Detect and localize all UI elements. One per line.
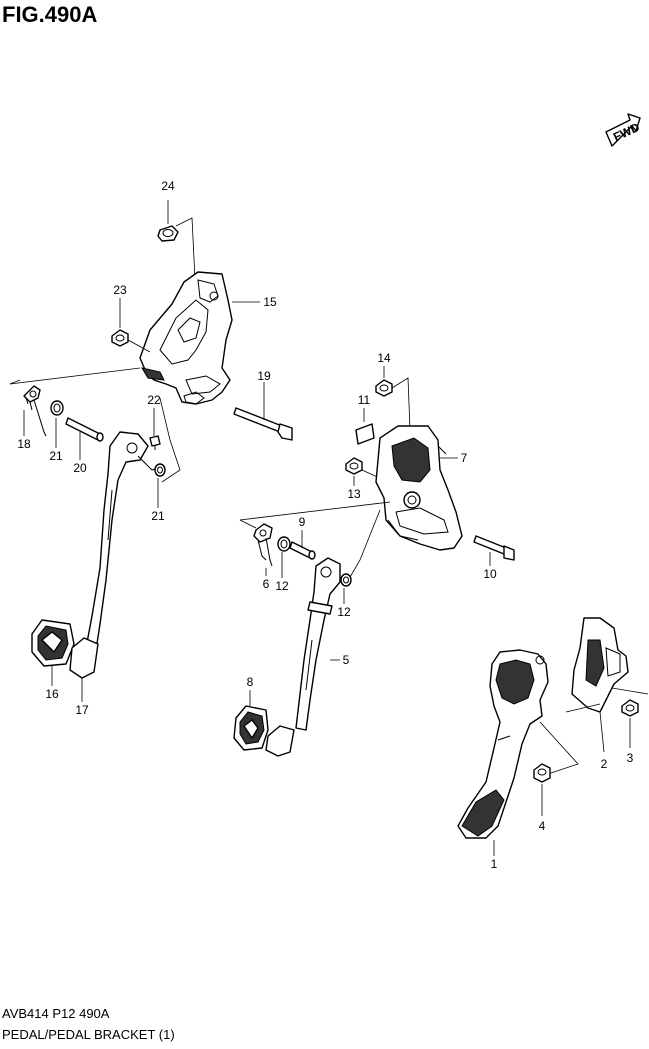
callout-17: 17 [75, 703, 89, 717]
callout-19: 19 [257, 369, 271, 383]
callout-23: 23 [113, 283, 127, 297]
fwd-label: FWD [611, 120, 642, 144]
figure-name: PEDAL/PEDAL BRACKET (1) [2, 1027, 175, 1042]
callout-5: 5 [343, 653, 350, 667]
callout-24: 24 [161, 179, 175, 193]
callout-8: 8 [247, 675, 254, 689]
brake-pedal-block [265, 725, 295, 757]
figure-code: AVB414 P12 490A [2, 1006, 110, 1021]
callout-10: 10 [483, 567, 497, 581]
bolt-10 [473, 535, 515, 561]
spring-6 [253, 523, 273, 567]
callout-12-lower: 12 [337, 605, 351, 619]
pedal-pad-16 [31, 619, 75, 667]
figure-title: FIG.490A [2, 2, 98, 27]
nut-14 [375, 379, 393, 397]
callout-9: 9 [299, 515, 306, 529]
accel-pedal-1 [457, 649, 549, 839]
callout-1: 1 [491, 857, 498, 871]
callout-20: 20 [73, 461, 87, 475]
spring-18 [23, 385, 47, 437]
callout-6: 6 [263, 577, 270, 591]
pedal-block-17 [69, 637, 99, 679]
nut-3 [621, 699, 639, 717]
fwd-arrow-icon: FWD [605, 113, 642, 147]
bush-12-upper [277, 536, 291, 552]
callout-21-lower: 21 [151, 509, 165, 523]
label-11 [355, 423, 375, 445]
callout-18: 18 [17, 437, 31, 451]
brake-bracket-7 [375, 425, 463, 551]
bolt-19 [233, 407, 293, 441]
bush-21-upper [50, 400, 64, 416]
bush-12-lower [340, 573, 352, 587]
callout-16: 16 [45, 687, 59, 701]
nut-13 [345, 457, 363, 475]
callout-22: 22 [147, 393, 161, 407]
nut-24 [157, 225, 179, 242]
callout-7: 7 [461, 451, 468, 465]
callout-12-upper: 12 [275, 579, 289, 593]
shaft-9 [289, 541, 316, 560]
nut-4 [533, 763, 551, 783]
callout-2: 2 [601, 757, 608, 771]
pedal-pad-8 [233, 705, 269, 751]
shaft-20 [65, 417, 104, 442]
clip-22 [149, 435, 161, 450]
brake-pedal-arm [295, 557, 341, 731]
clutch-bracket-15 [139, 271, 233, 405]
callout-13: 13 [347, 487, 361, 501]
callout-4: 4 [539, 819, 546, 833]
callout-11: 11 [358, 393, 371, 407]
accel-bracket-2 [571, 617, 629, 713]
callout-3: 3 [627, 751, 634, 765]
callout-21-upper: 21 [49, 449, 63, 463]
callout-15: 15 [263, 295, 277, 309]
nut-23 [111, 329, 129, 347]
clutch-pedal-arm [85, 431, 159, 651]
callout-14: 14 [377, 351, 391, 365]
bush-21-lower [154, 463, 166, 477]
